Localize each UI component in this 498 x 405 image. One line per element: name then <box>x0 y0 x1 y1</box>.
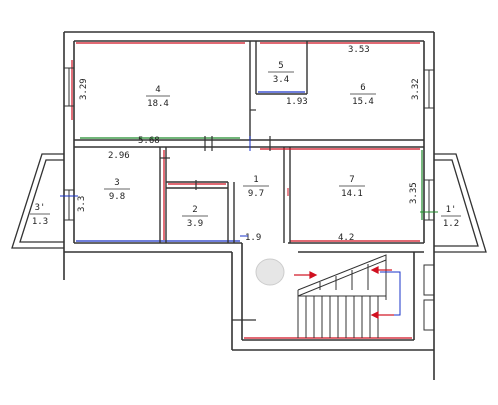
dim-top-right: 3.53 <box>348 45 370 55</box>
room-6-area: 15.4 <box>352 97 374 107</box>
balcony-left <box>11 153 64 249</box>
dim-room5-width: 1.93 <box>286 97 308 107</box>
dim-room3-height: 3.3 <box>77 196 87 212</box>
partitions <box>74 41 424 243</box>
partition-highlights <box>80 91 420 240</box>
room-1-area: 9.7 <box>248 189 264 199</box>
room-6-number: 6 <box>360 83 365 93</box>
dim-left-upper: 3.29 <box>79 78 89 100</box>
dim-room7-bottom: 4.2 <box>338 233 354 243</box>
balcony-left-number: 3' <box>35 203 46 213</box>
room-3-area: 9.8 <box>109 192 125 202</box>
room-5-number: 5 <box>278 61 283 71</box>
room-7-area: 14.1 <box>341 189 363 199</box>
windows <box>63 67 435 331</box>
balcony-left-area: 1.3 <box>32 217 48 227</box>
stair <box>297 254 401 338</box>
room-3-number: 3 <box>114 178 119 188</box>
room-2-area: 3.9 <box>187 219 203 229</box>
room-4-number: 4 <box>155 85 160 95</box>
dimension-labels: 3.53 5.68 2.96 1.93 1.9 4.2 3.29 3.32 3.… <box>77 45 421 243</box>
stair-arrows <box>294 266 394 319</box>
dim-right-lower: 3.35 <box>409 182 419 204</box>
balcony-right-number: 1' <box>446 205 457 215</box>
wall-highlights <box>71 42 423 339</box>
balcony-right <box>434 153 487 253</box>
room-4-area: 18.4 <box>147 99 169 109</box>
stair-landing-mark <box>255 258 285 286</box>
door-marks <box>160 109 271 321</box>
dim-right-upper: 3.32 <box>411 78 421 100</box>
room-1-number: 1 <box>253 175 258 185</box>
room-labels: 4 18.4 5 3.4 6 15.4 3 9.8 2 3.9 1 9.7 7 … <box>30 61 461 229</box>
dim-room3-width: 2.96 <box>108 151 130 161</box>
dimension-ticks <box>60 136 438 237</box>
room-7-number: 7 <box>349 175 354 185</box>
balcony-right-area: 1.2 <box>443 219 459 229</box>
dim-hall-bottom: 1.9 <box>245 233 261 243</box>
room-2-number: 2 <box>192 205 197 215</box>
room-5-area: 3.4 <box>273 75 289 85</box>
dim-corridor: 5.68 <box>138 136 160 146</box>
